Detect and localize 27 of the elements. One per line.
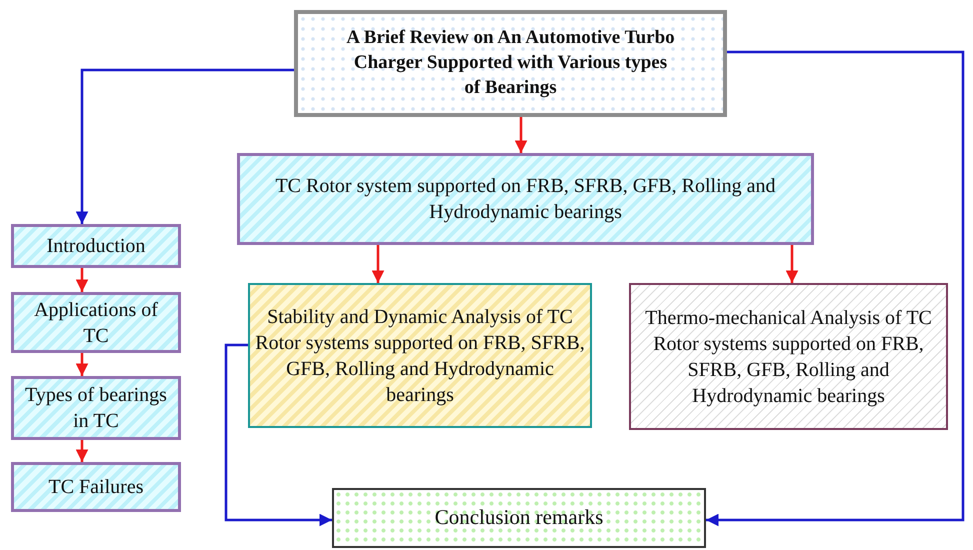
process-box bbox=[294, 10, 727, 117]
box-label: Introduction bbox=[46, 234, 146, 259]
box-label: Stability and Dynamic Analysis of TC Rotor systems supported on FRB, SFRB, GFB, Rolling and Hydrodynamic bearings bbox=[254, 304, 586, 408]
arrow bbox=[514, 117, 528, 153]
arrow bbox=[76, 440, 88, 462]
process-box bbox=[11, 224, 181, 268]
arrow bbox=[706, 50, 964, 526]
arrow bbox=[786, 245, 798, 283]
box-label: Types of bearings in TC bbox=[24, 383, 168, 434]
arrow bbox=[76, 268, 88, 292]
arrow bbox=[76, 68, 294, 224]
box-label: Applications of TC bbox=[33, 298, 159, 348]
arrow bbox=[224, 344, 332, 526]
process-box bbox=[11, 376, 181, 440]
process-box bbox=[11, 292, 181, 353]
arrow bbox=[372, 245, 384, 283]
process-box bbox=[11, 462, 181, 512]
box-label: TC Failures bbox=[48, 475, 144, 500]
process-box bbox=[332, 488, 706, 548]
box-label: Thermo-mechanical Analysis of TC Rotor systems supported on FRB, SFRB, GFB, Rolling and Hydrodynamic bearings bbox=[644, 306, 933, 408]
process-box bbox=[629, 283, 948, 430]
arrow bbox=[76, 353, 88, 376]
box-label: A Brief Review on An Automotive Turbo Charger Supported with Various types of Bearings bbox=[346, 26, 676, 100]
process-box bbox=[248, 283, 592, 428]
box-label: Conclusion remarks bbox=[434, 504, 604, 532]
process-box bbox=[237, 153, 814, 245]
box-label: TC Rotor system supported on FRB, SFRB, GFB, Rolling and Hydrodynamic bearings bbox=[274, 174, 777, 225]
